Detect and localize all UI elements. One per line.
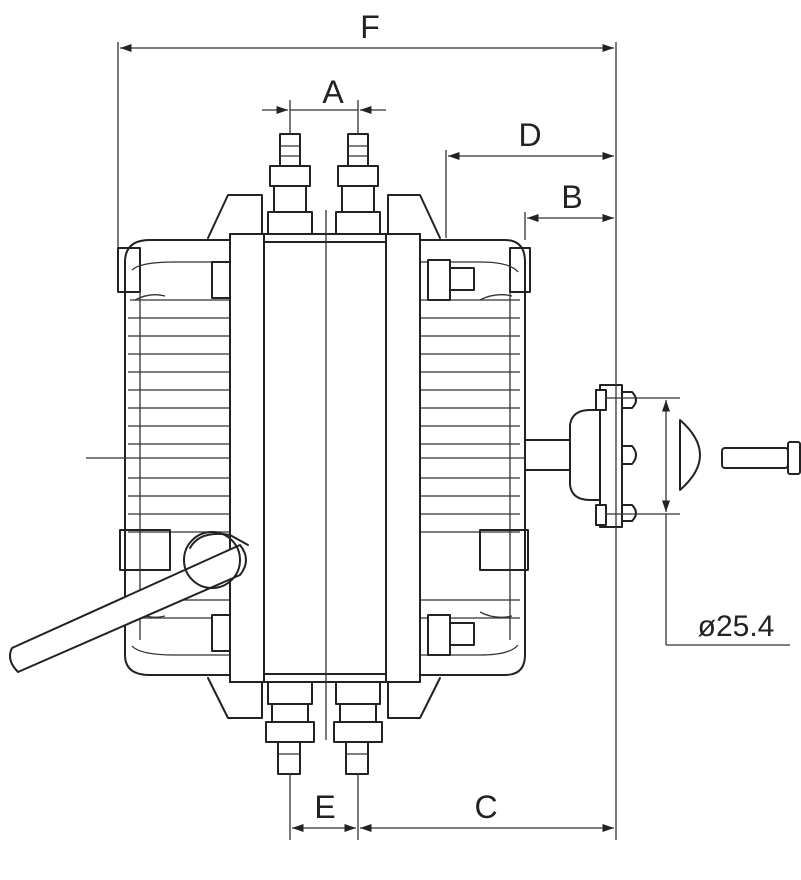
dimension-lines <box>117 42 790 840</box>
dim-label-f: F <box>360 9 380 45</box>
dome-cap <box>679 419 701 491</box>
top-terminal-studs <box>267 133 381 235</box>
dim-label-d: D <box>518 117 541 153</box>
mounting-screw <box>721 441 801 475</box>
dim-label-b: B <box>561 179 582 215</box>
power-cable <box>9 531 249 673</box>
fan-hub-flange <box>569 384 637 528</box>
bracket-bolt-bottom <box>427 614 475 656</box>
dim-label-diameter: ø25.4 <box>698 610 775 643</box>
motor-body <box>9 133 801 775</box>
bracket-bolt-top <box>427 259 475 301</box>
stator-core <box>229 210 421 740</box>
right-cooling-fins <box>134 261 520 656</box>
bottom-terminal-studs <box>265 681 383 775</box>
motor-shaft <box>86 439 576 471</box>
dim-label-c: C <box>474 789 497 825</box>
dim-label-a: A <box>322 74 344 110</box>
dim-label-e: E <box>314 789 335 825</box>
